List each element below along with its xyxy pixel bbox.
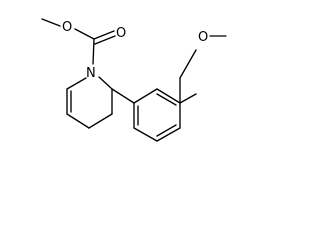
bond-methyl-ester-oxygen [41,18,61,27]
bond-c5-c4 [66,113,90,129]
structure-diagram: O O N O [41,18,227,142]
bond-aryl-c-to-oxygen [179,49,197,79]
benzene-inner-bond-a [156,93,177,106]
bond-aryl-ether-oxygen [179,93,197,104]
benzene-bond-2 [156,88,181,104]
ether-oxygen-label: O [198,30,208,45]
nitrogen-label: N [86,66,96,81]
ester-oxygen-label: O [62,20,72,35]
bond-carbonyl-double-inner [94,35,116,45]
bond-carbonyl-nitrogen [92,38,95,65]
bond-c2-aryl [111,88,135,104]
benzene-bond-4 [156,127,181,142]
bond-c2-nitrogen [98,76,113,90]
benzene-bond-5 [133,127,158,142]
bond-c4-c3 [88,113,113,129]
benzene-bond-1 [133,88,158,104]
bond-carbonyl-double-outer [93,30,115,40]
bond-nitrogen-c6 [66,77,87,90]
benzene-inner-bond-b [156,124,177,137]
carbonyl-oxygen-label: O [116,26,126,41]
bond-ester-oxygen-carbonyl [74,28,95,40]
